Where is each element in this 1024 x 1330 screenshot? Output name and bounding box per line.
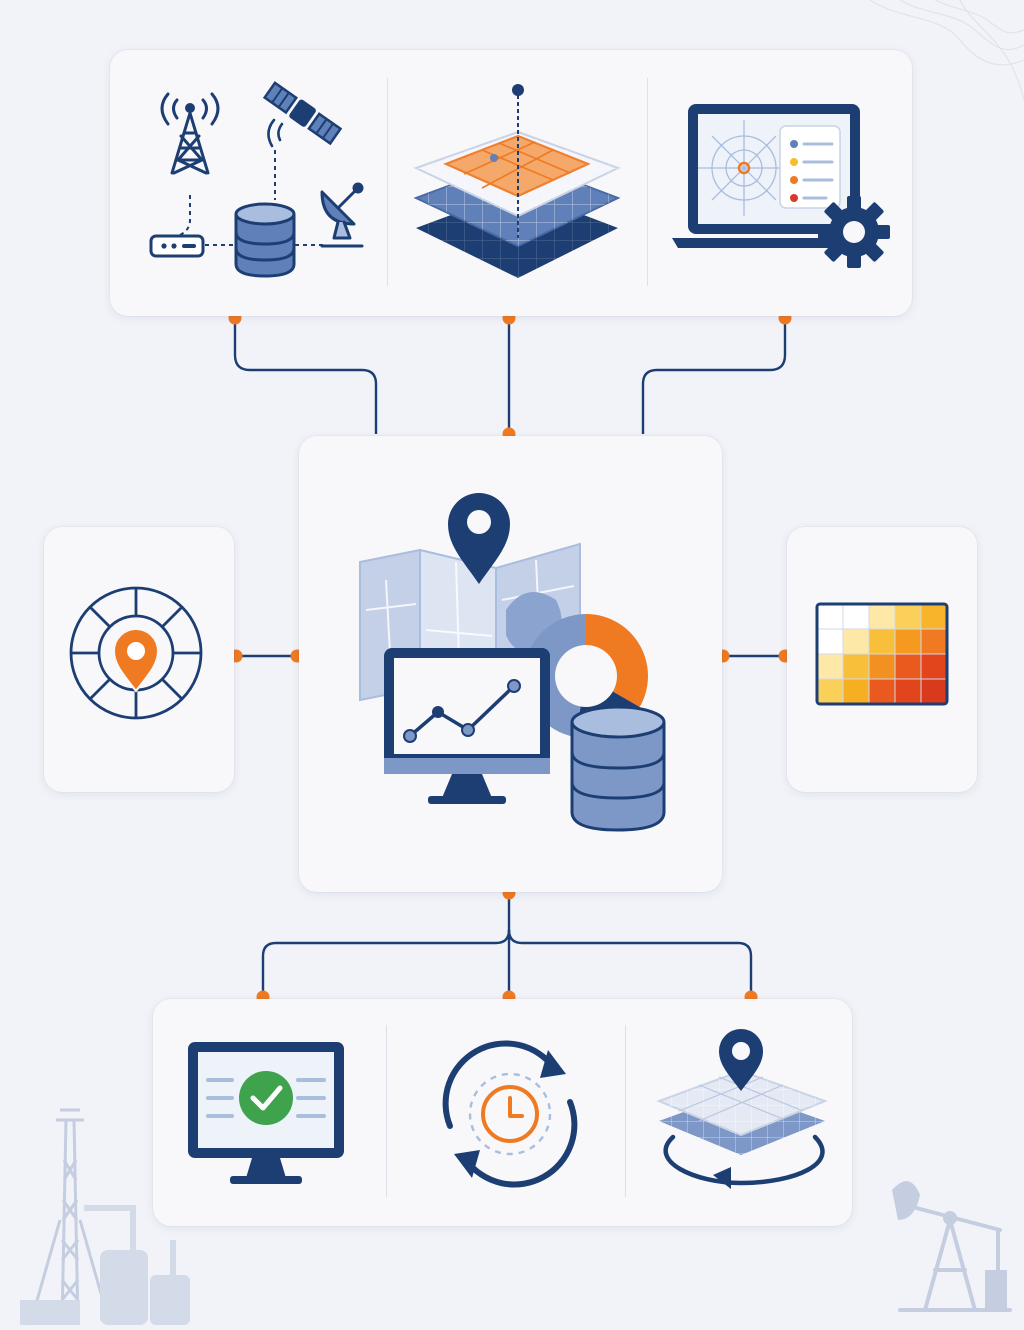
rotating-map-layers-icon	[656, 1029, 828, 1189]
heatmap-cell	[920, 628, 948, 655]
heatmap-cell	[842, 603, 870, 630]
heatmap-cell	[920, 603, 948, 630]
bottom-card-divider	[386, 1025, 387, 1197]
heatmap-cell	[894, 603, 922, 630]
satellite-dish-icon	[320, 182, 364, 248]
top-card-divider	[387, 78, 388, 286]
heatmap-cell	[868, 678, 896, 705]
heatmap-cell	[842, 653, 870, 680]
database-icon	[234, 202, 296, 278]
heatmap-cell	[816, 628, 844, 655]
heatmap-cell	[868, 653, 896, 680]
heatmap-cell	[842, 628, 870, 655]
heatmap-cell	[920, 678, 948, 705]
heatmap-cell	[894, 678, 922, 705]
oil-rig-silhouette-icon	[20, 1108, 190, 1326]
heatmap-grid-icon	[815, 602, 949, 706]
map-pin-icon	[448, 493, 510, 584]
heatmap-cell	[816, 678, 844, 705]
bottom-card-divider	[625, 1025, 626, 1197]
pumpjack-silhouette-icon	[892, 1181, 1012, 1312]
target-location-icon	[69, 586, 203, 720]
data-link-dashes	[171, 150, 325, 246]
monitor-check-icon	[188, 1042, 344, 1184]
monitor-line-chart-icon	[384, 648, 550, 804]
satellite-icon	[262, 81, 343, 148]
heatmap-cell	[894, 628, 922, 655]
layer-stack-icon	[413, 84, 621, 278]
heatmap-cell	[920, 653, 948, 680]
heatmap-cell	[868, 603, 896, 630]
database-icon	[570, 705, 666, 832]
clock-refresh-icon	[442, 1040, 578, 1188]
top-card-divider	[647, 78, 648, 286]
heatmap-cell	[816, 653, 844, 680]
cell-tower-icon	[160, 92, 220, 175]
laptop-settings-icon	[672, 104, 890, 268]
heatmap-cell	[894, 653, 922, 680]
heatmap-cell	[868, 628, 896, 655]
heatmap-cell	[816, 603, 844, 630]
router-icon	[149, 234, 205, 258]
heatmap-cell	[842, 678, 870, 705]
